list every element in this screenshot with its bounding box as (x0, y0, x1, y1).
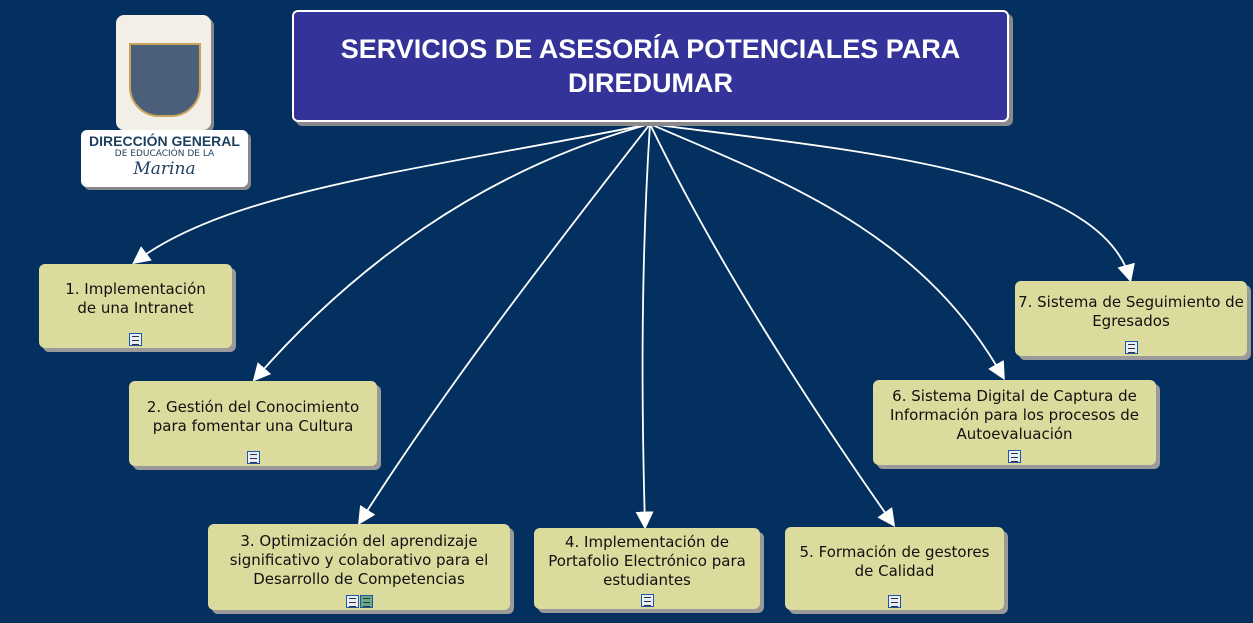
edge-4 (635, 123, 654, 530)
shield-emblem (129, 43, 201, 117)
concept-node-7[interactable]: 7. Sistema de Seguimiento de Egresados (1015, 281, 1247, 356)
concept-node-3[interactable]: 3. Optimización del aprendizaje signific… (208, 524, 510, 610)
concept-node-2[interactable]: 2. Gestión del Conocimiento para fomenta… (129, 381, 377, 466)
document-icon[interactable] (345, 595, 359, 608)
document-icon[interactable] (129, 333, 142, 346)
document-icon[interactable] (888, 595, 901, 608)
edge-5 (649, 123, 896, 527)
edge-3 (358, 123, 651, 526)
document-icon[interactable] (640, 594, 654, 607)
diredumar-logo: DIRECCIÓN GENERAL DE EDUCACIÓN DE LA Mar… (81, 15, 251, 189)
concept-node-1[interactable]: 1. Implementación de una Intranet (39, 264, 232, 348)
concept-node-5[interactable]: 5. Formación de gestores de Calidad (785, 527, 1004, 610)
document-icon[interactable] (1008, 450, 1021, 463)
video-icon[interactable] (359, 595, 373, 608)
concept-node-6[interactable]: 6. Sistema Digital de Captura de Informa… (873, 380, 1156, 465)
edge-2 (252, 123, 651, 382)
document-icon[interactable] (246, 451, 260, 464)
edge-7 (649, 123, 1135, 283)
edge-6 (649, 123, 1005, 381)
concept-node-4[interactable]: 4. Implementación de Portafolio Electrón… (534, 528, 760, 609)
main-concept[interactable]: SERVICIOS DE ASESORÍA POTENCIALES PARA D… (292, 10, 1009, 122)
edge-1 (132, 123, 651, 265)
document-icon[interactable] (1124, 341, 1138, 354)
